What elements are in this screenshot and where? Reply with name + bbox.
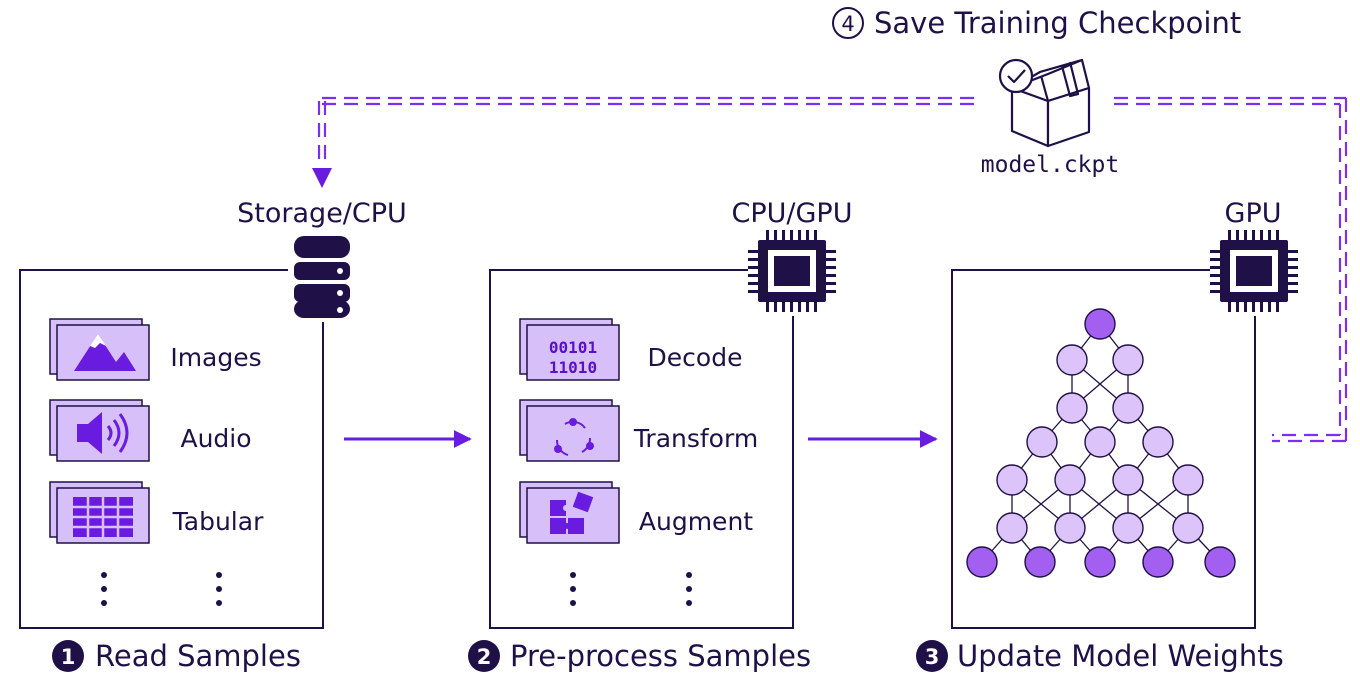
step-3-badge [916, 640, 948, 672]
network-node [1084, 546, 1116, 578]
network-node [1084, 426, 1116, 458]
stage-update-model-weights: GPU 3 Update Model Weights [916, 198, 1298, 673]
item-augment-label: Augment [639, 507, 753, 536]
database-icon [288, 232, 356, 322]
network-node [1112, 464, 1144, 496]
loop-arrowhead [312, 168, 332, 188]
network-node [1054, 512, 1086, 544]
network-node [1056, 344, 1088, 376]
step-1-number: 1 [61, 645, 76, 669]
stage-2-device-label: CPU/GPU [732, 198, 853, 229]
more-items-ellipsis [570, 572, 692, 606]
network-node [1084, 308, 1116, 340]
network-node [1142, 546, 1174, 578]
network-node [1172, 512, 1204, 544]
network-node [966, 546, 998, 578]
puzzle-icon [519, 481, 620, 544]
stage-read-samples: Storage/CPU Images Audio [19, 198, 407, 673]
network-node [996, 464, 1028, 496]
network-node [1112, 344, 1144, 376]
more-items-ellipsis [101, 572, 222, 606]
step-1-badge [52, 640, 84, 672]
stage-3-device-label: GPU [1225, 198, 1282, 229]
chip-icon-stage-3 [1210, 230, 1298, 316]
checkpoint-filename: model.ckpt [981, 152, 1119, 178]
stage-3-title: Update Model Weights [957, 639, 1284, 673]
speaker-icon [49, 399, 150, 462]
step-3-number: 3 [925, 645, 940, 669]
network-node [1142, 426, 1174, 458]
binary-line-1: 00101 [549, 338, 597, 357]
neural-network-icon [966, 308, 1236, 578]
stage-preprocess-samples: CPU/GPU 00101 11010 Decode [468, 198, 852, 673]
checkpoint-title: 4 Save Training Checkpoint [832, 6, 1241, 40]
checkpoint-loop [317, 96, 1348, 443]
network-node [1172, 464, 1204, 496]
step-2-number: 2 [477, 645, 492, 669]
network-node [1056, 392, 1088, 424]
stage-2-title: Pre-process Samples [510, 639, 811, 673]
chip-icon-stage-2 [748, 230, 836, 316]
cycle-icon [519, 399, 620, 462]
step-2-badge [468, 640, 500, 672]
step-4-badge [832, 7, 864, 39]
item-transform-label: Transform [633, 424, 758, 453]
item-audio-label: Audio [180, 424, 251, 453]
stage-1-device-label: Storage/CPU [237, 198, 407, 229]
checkpoint-title-text: Save Training Checkpoint [874, 6, 1241, 40]
network-node [996, 512, 1028, 544]
step-4-number: 4 [841, 12, 854, 36]
binary-icon: 00101 11010 [519, 318, 620, 381]
table-icon [49, 481, 150, 544]
network-node [1204, 546, 1236, 578]
images-icon [49, 318, 150, 381]
stage-1-title: Read Samples [95, 639, 301, 673]
item-tabular-label: Tabular [172, 507, 264, 536]
network-node [1026, 426, 1058, 458]
network-node [1112, 392, 1144, 424]
item-decode-label: Decode [648, 343, 743, 372]
network-node [1112, 512, 1144, 544]
network-node [1054, 464, 1086, 496]
network-node [1024, 546, 1056, 578]
checkpoint-box-icon [998, 58, 1091, 148]
binary-line-2: 11010 [549, 358, 597, 377]
item-images-label: Images [170, 343, 261, 372]
